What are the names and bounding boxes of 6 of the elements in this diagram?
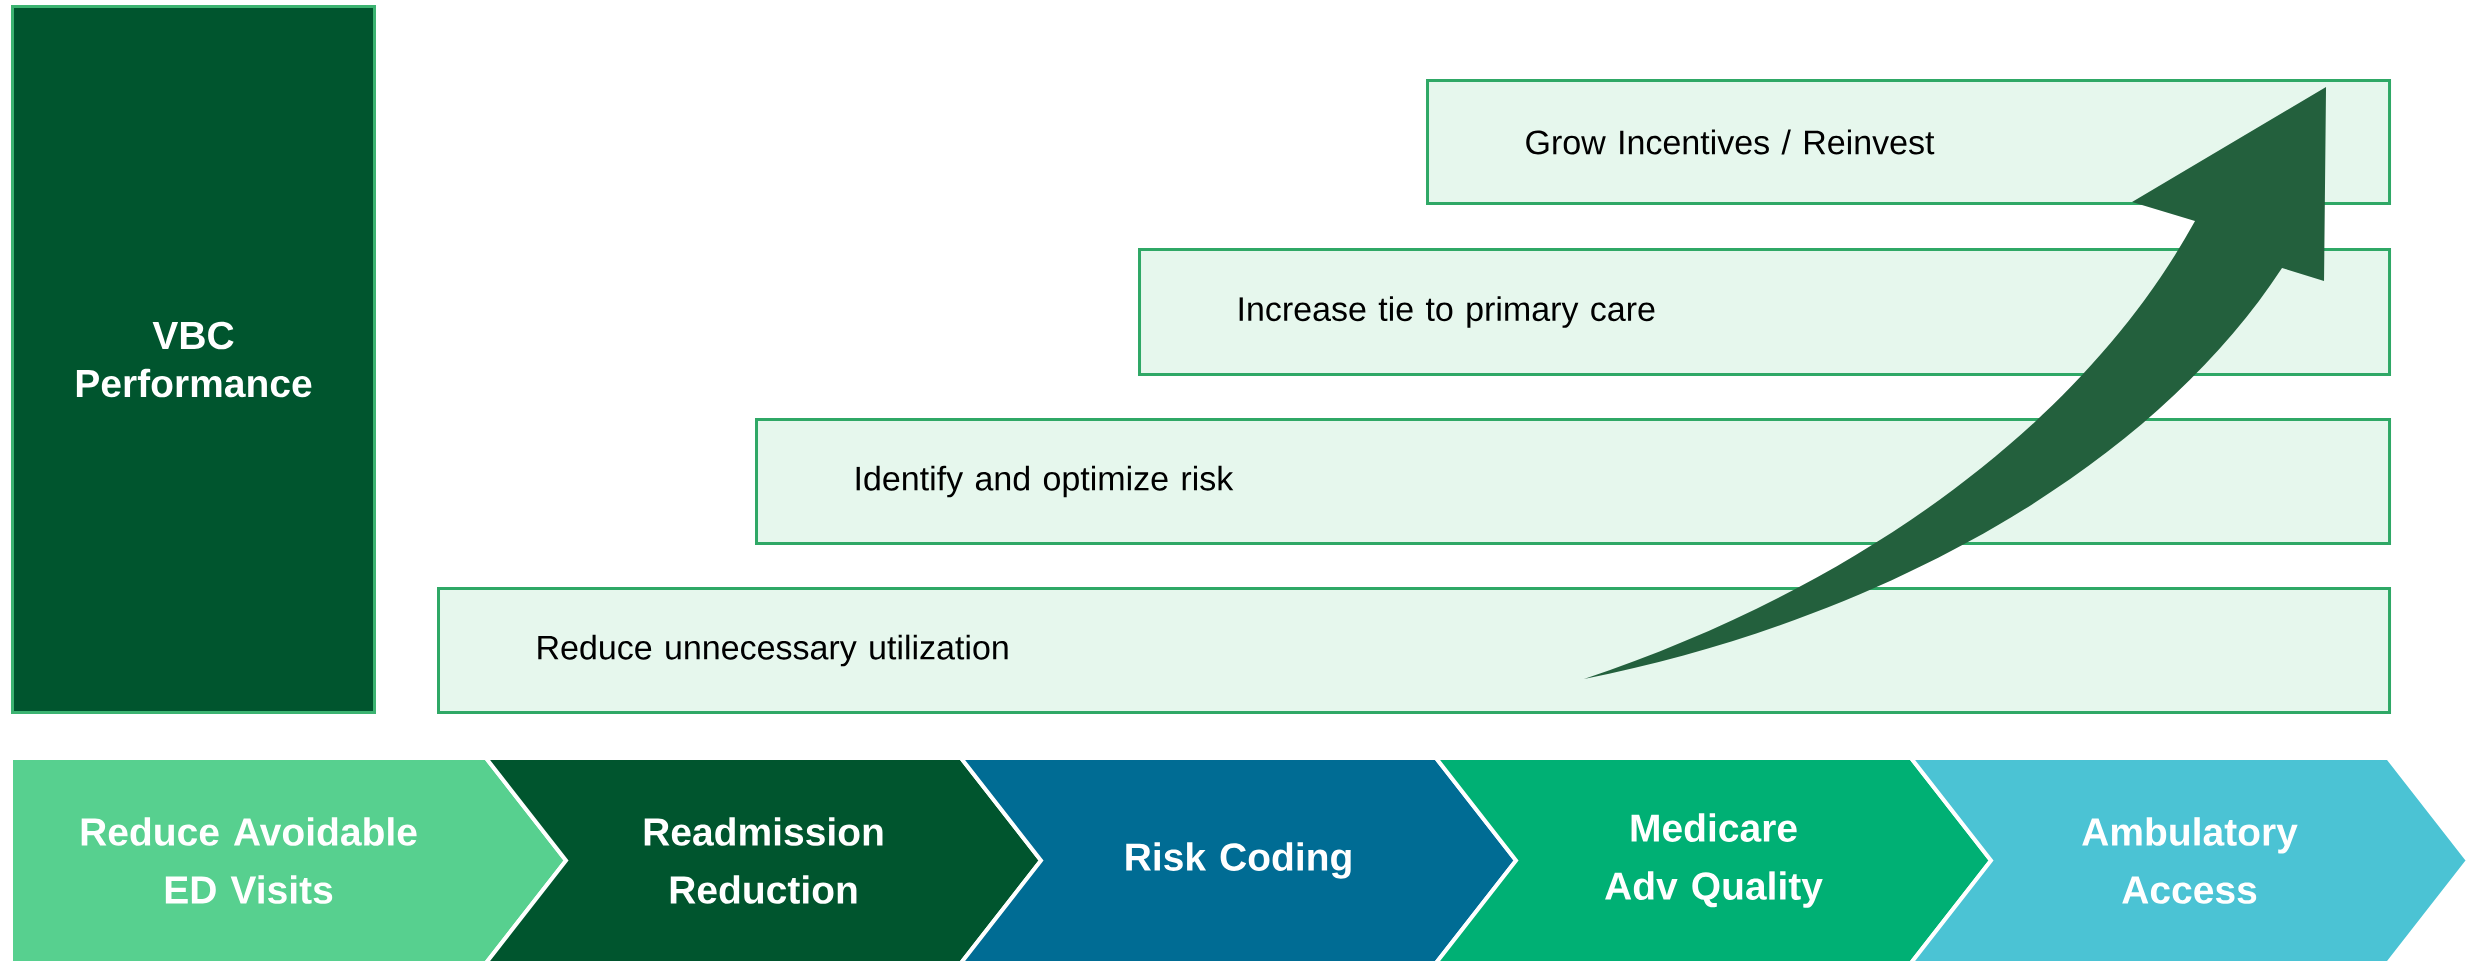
step-bar: Increase tie to primary care — [1138, 248, 2392, 376]
step-bar: Grow Incentives / Reinvest — [1426, 79, 2392, 205]
step-bar: Reduce unnecessary utilization — [437, 587, 2392, 714]
performance-box: VBC Performance — [11, 5, 376, 714]
chevron-step: Reduce Avoidable ED Visits — [9, 756, 569, 965]
step-bar: Identify and optimize risk — [755, 418, 2392, 545]
